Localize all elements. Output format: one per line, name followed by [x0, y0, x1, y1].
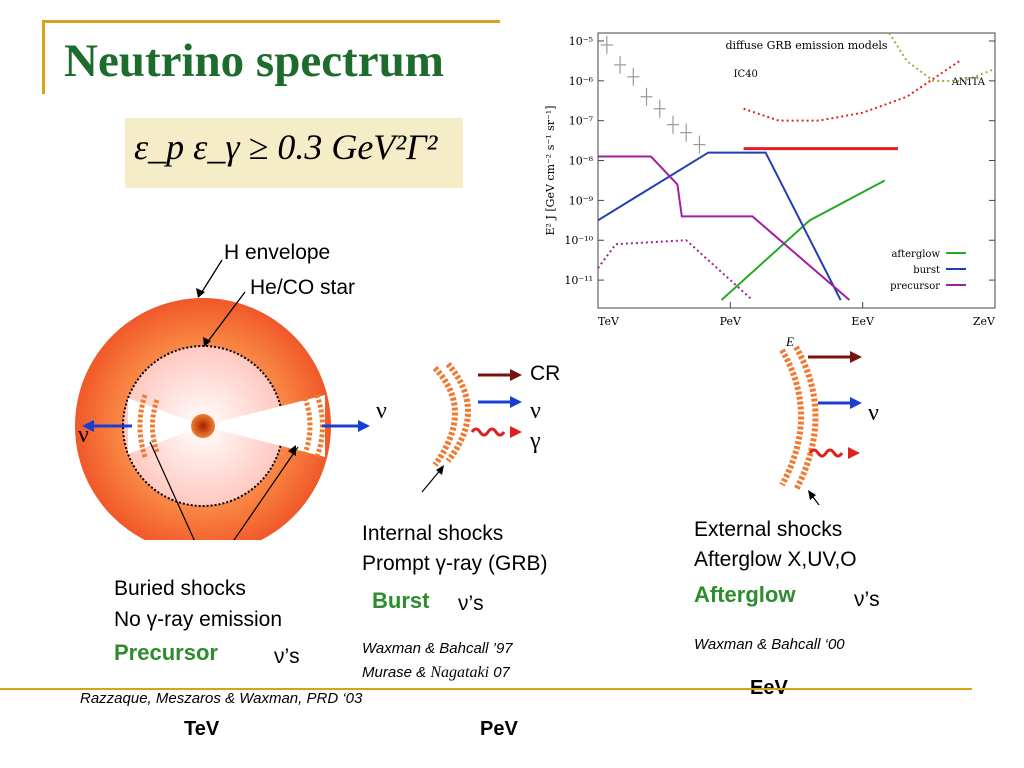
buried-pointer-right-head [288, 445, 296, 456]
cr-arrowhead [510, 369, 522, 381]
afterglow-nus: ν’s [854, 588, 880, 611]
y-tick-label: 10⁻¹¹ [564, 274, 593, 287]
buried-pointer-right [233, 446, 299, 540]
citation-murase: Murase & Nagataki 07 [362, 664, 510, 682]
jet-left [128, 398, 203, 454]
h-envelope-label: H envelope [224, 241, 331, 264]
x-tick-label: EeV [851, 315, 875, 328]
y-tick-label: 10⁻¹⁰ [564, 234, 593, 247]
series-precursor-dotted- [597, 239, 754, 301]
series-precursor [598, 155, 851, 301]
mid-nu-label: ν [530, 398, 541, 424]
h-envelope-pointer-head [196, 288, 205, 298]
internal-shocks-label: Internal shocks [362, 522, 504, 545]
energy-axis-label: E [786, 334, 794, 349]
ic40-label: IC40 [734, 69, 758, 80]
gamma-wave [470, 427, 506, 437]
buried-shock-left-2 [137, 394, 148, 458]
ext-gamma-arrowhead [848, 447, 860, 459]
citation-waxman-97: Waxman & Bahcall ’97 [362, 640, 513, 657]
neutrino-label-right: ν [376, 398, 387, 424]
footer-divider [0, 688, 972, 690]
external-shock-diagram [779, 345, 862, 505]
citation-murase-a: Murase & [362, 664, 431, 681]
he-co-label: He/CO star [250, 276, 356, 299]
neutrino-arrowhead-right [358, 420, 370, 432]
star-diagram [75, 259, 370, 540]
y-tick-label: 10⁻⁷ [569, 115, 594, 128]
tev-label: TeV [184, 718, 220, 740]
series-burst [597, 151, 842, 301]
neutrino-arrowhead-left [82, 420, 94, 432]
gamma-arrowhead [510, 426, 522, 438]
external-shock-front [779, 348, 804, 487]
title-accent-line [42, 20, 500, 23]
y-tick-label: 10⁻⁵ [569, 35, 593, 48]
internal-shock-diagram [421, 362, 522, 493]
burst-nus: ν’s [458, 592, 484, 615]
external-shock-front-2 [793, 345, 819, 492]
external-pointer-head [808, 490, 816, 500]
y-tick-label: 10⁻⁹ [569, 194, 594, 207]
citation-waxman-00: Waxman & Bahcall ‘00 [694, 636, 845, 653]
no-gamma-label: No γ-ray emission [114, 608, 283, 631]
chart-title: diffuse GRB emission models [726, 39, 888, 52]
chart-svg: 10⁻⁵ 10⁻⁶ 10⁻⁷ 10⁻⁸ 10⁻⁹ 10⁻¹⁰ 10⁻¹¹ TeV PeV EeV Z… [544, 32, 996, 328]
jet-right [203, 395, 325, 457]
y-axis-label: E² J [GeV cm⁻² s⁻¹ sr⁻¹] [544, 106, 557, 236]
afterglow-label: Afterglow [694, 582, 796, 607]
spectrum-chart: 10⁻⁵ 10⁻⁶ 10⁻⁷ 10⁻⁸ 10⁻⁹ 10⁻¹⁰ 10⁻¹¹ TeV PeV EeV Z… [540, 28, 1010, 368]
neutrino-label-left: ν [78, 422, 89, 448]
formula-box [125, 118, 463, 188]
citation-murase-b: Nagataki [430, 664, 490, 681]
internal-pointer-head [436, 465, 444, 475]
y-tick-label: 10⁻⁶ [569, 75, 594, 88]
ext-cr-arrowhead [850, 351, 862, 363]
formula-text: ε_p ε_γ ≥ 0.3 GeV²Γ² [134, 127, 438, 167]
x-tick-label: TeV [598, 315, 620, 328]
core [191, 414, 215, 438]
page-title: Neutrino spectrum [64, 35, 444, 87]
series-ic40 [743, 60, 961, 122]
precursor-nus: ν’s [274, 645, 300, 668]
ext-nu-label: ν [868, 400, 879, 426]
y-tick-label: 10⁻⁸ [569, 155, 594, 168]
ext-gamma-wave [808, 448, 844, 458]
legend-label: precursor [890, 281, 940, 292]
precursor-label: Precursor [114, 640, 218, 665]
citation-murase-c: 07 [489, 664, 510, 681]
buried-shock-right [302, 397, 313, 455]
anita-label: ANITA [951, 77, 986, 88]
x-tick-label: PeV [720, 315, 742, 328]
he-co-pointer-head [203, 337, 211, 347]
citation-razzaque: Razzaque, Meszaros & Waxman, PRD ‘03 [80, 690, 363, 707]
external-shocks-label: External shocks [694, 518, 843, 541]
cr-label: CR [530, 362, 561, 385]
pev-label: PeV [480, 718, 518, 740]
internal-shock-front-2 [445, 362, 471, 463]
h-envelope-pointer [199, 259, 223, 296]
ext-nu-arrowhead [850, 397, 862, 409]
threshold-formula: ε_p ε_γ ≥ 0.3 GeV²Γ² [134, 126, 437, 168]
title-accent-bar [42, 20, 45, 94]
series-anita [888, 32, 996, 82]
buried-shocks-label: Buried shocks [114, 577, 246, 600]
nu-arrowhead [510, 396, 522, 408]
x-tick-label: ZeV [973, 315, 996, 328]
buried-shock-left [150, 399, 160, 453]
series-afterglow [720, 179, 886, 301]
buried-pointer-left [149, 441, 195, 540]
he-co-pointer [205, 291, 246, 345]
gamma-label: γ [530, 428, 541, 454]
legend-label: burst [913, 265, 940, 276]
afterglow-xuvo-label: Afterglow X,UV,O [694, 548, 857, 571]
legend-label: afterglow [891, 249, 940, 260]
burst-label: Burst [372, 588, 430, 613]
internal-shock-front [432, 365, 458, 467]
prompt-gamma-label: Prompt γ-ray (GRB) [362, 552, 548, 575]
